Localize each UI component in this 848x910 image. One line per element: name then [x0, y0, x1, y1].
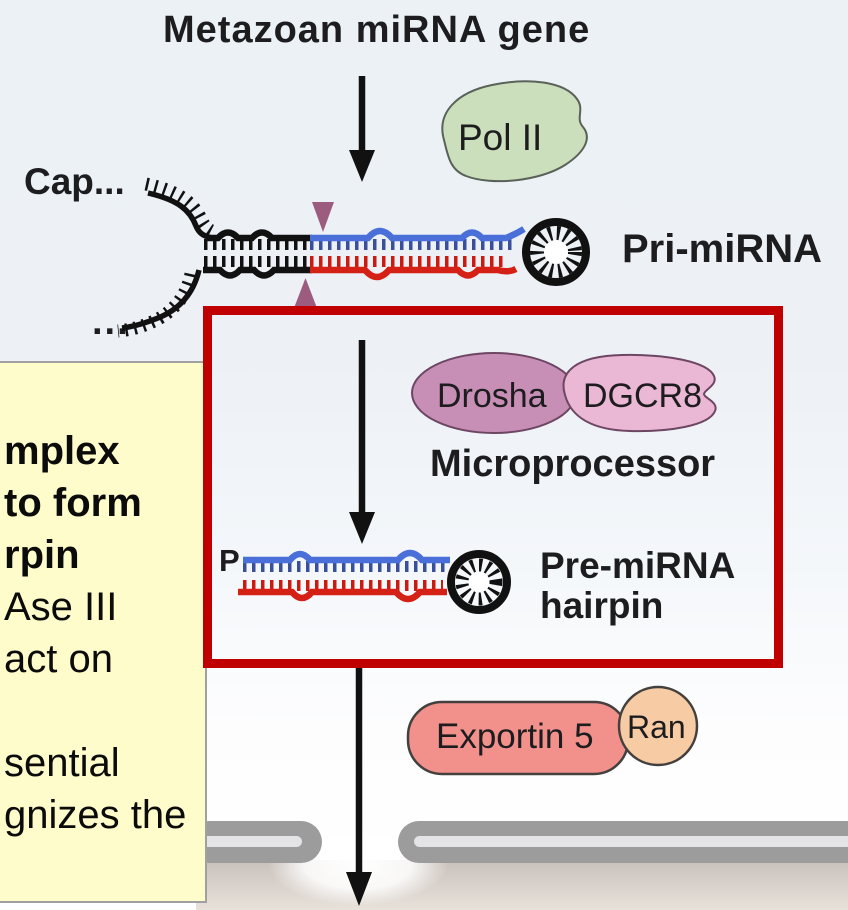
duplex-black-bottom-strand: [203, 266, 312, 279]
note-line: rpin: [4, 533, 80, 577]
five-prime-strand-ticks: [144, 177, 217, 239]
note-line: to form: [4, 481, 142, 525]
pri-mirna-label: Pri-miRNA: [622, 227, 822, 271]
pre-loop-spokes: [455, 558, 503, 606]
annotation-note-box: mplex to form rpin Ase III act on sentia…: [0, 361, 207, 903]
dgcr8-label: DGCR8: [583, 377, 702, 415]
microprocessor-complex: Drosha DGCR8 Microprocessor: [411, 352, 717, 485]
duplex-red-strand: [310, 266, 518, 281]
transcription-arrow: [349, 76, 375, 182]
nuclear-membrane-right-lumen: [414, 836, 848, 847]
duplex-black-top-strand: [206, 229, 312, 242]
pre-loop-center: [468, 571, 490, 593]
nuclear-membrane-left-lumen: [196, 836, 302, 847]
note-line: [4, 685, 205, 737]
pol2-enzyme-blob: [441, 80, 588, 183]
pre-mirna-structure: P Pre-miRNA hairpin: [219, 543, 735, 626]
pre-red-strand: [238, 588, 447, 603]
processing-arrow: [349, 340, 375, 544]
note-line: gnizes the: [4, 793, 187, 837]
export-complex: Exportin 5 Ran: [406, 685, 699, 776]
export-arrow: [346, 668, 372, 906]
pre-mirna-label-line1: Pre-miRNA: [540, 545, 735, 586]
note-line: sential: [4, 741, 120, 785]
pre-loop-ring: [447, 550, 511, 614]
dgcr8-blob: [562, 353, 717, 433]
ran-label: Ran: [627, 709, 686, 745]
nuclear-envelope: [188, 821, 848, 863]
pri-mirna-structure: Cap... ... Pri-miRNA: [24, 161, 822, 343]
three-prime-tail-dots: ...: [92, 301, 130, 343]
duplex-blue-strand: [310, 226, 526, 242]
pri-loop-spokes: [530, 226, 582, 278]
microprocessor-label: Microprocessor: [430, 443, 715, 485]
annotation-text: mplex to form rpin Ase III act on sentia…: [4, 425, 205, 841]
pri-loop-ring: [522, 218, 590, 286]
cleavage-site-bottom-triangle: [294, 278, 317, 308]
pri-loop-center: [544, 240, 568, 264]
five-prime-strand: [147, 190, 213, 241]
note-line: act on: [4, 637, 113, 681]
microprocessor-highlight-box: [203, 306, 783, 668]
ran-circle: [617, 685, 699, 767]
cap-label: Cap...: [24, 161, 125, 202]
note-line: mplex: [4, 429, 120, 473]
phosphate-label: P: [219, 543, 240, 578]
figure-title: Metazoan miRNA gene: [163, 9, 590, 51]
three-prime-strand: [121, 269, 202, 331]
cleavage-site-top-triangle: [312, 202, 334, 232]
note-line: Ase III: [4, 585, 118, 629]
exportin5-label: Exportin 5: [436, 717, 594, 756]
drosha-label: Drosha: [437, 377, 547, 415]
pre-mirna-label-line2: hairpin: [540, 585, 663, 626]
pre-blue-strand: [243, 549, 450, 564]
pol2-label: Pol II: [458, 117, 542, 158]
